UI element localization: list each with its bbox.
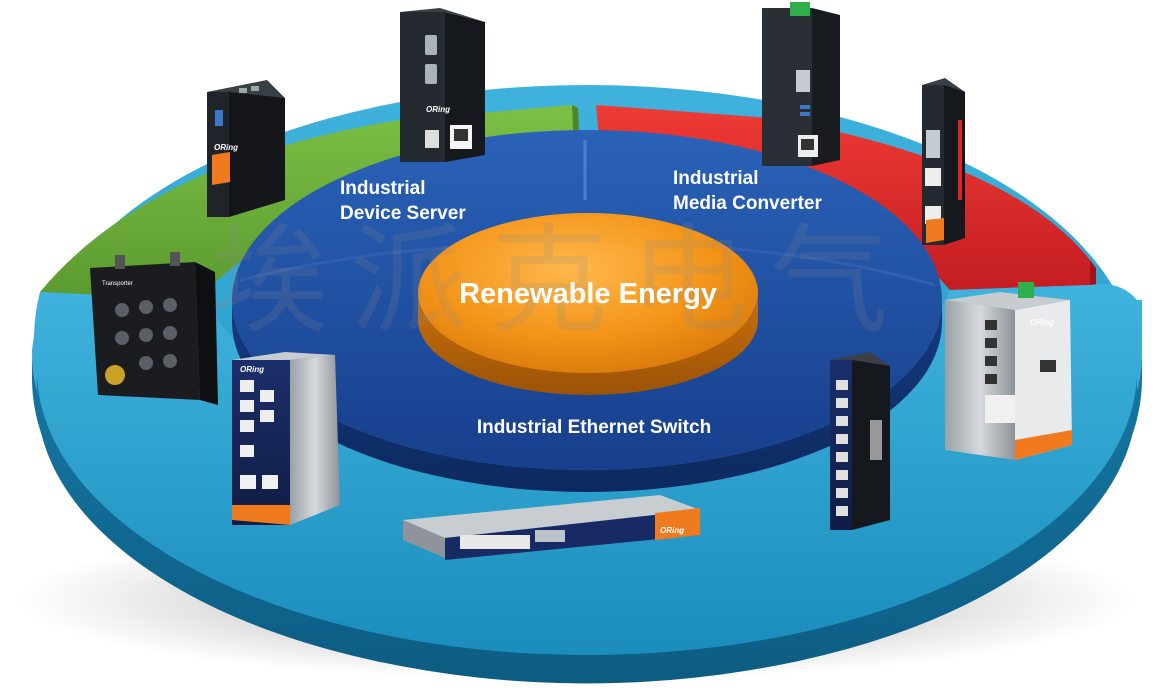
center-label: Renewable Energy <box>459 278 717 310</box>
device-media-converter <box>762 2 840 166</box>
device-din-switch-right: ORing <box>945 282 1072 460</box>
device-brand-2: ORing <box>426 105 450 114</box>
device-transporter-label: Transporter <box>102 281 133 287</box>
label-media-converter-line2: Media Converter <box>673 193 822 214</box>
device-slim-switch <box>830 352 890 530</box>
label-media-converter-line1: Industrial <box>673 168 759 189</box>
label-device-server-line1: Industrial <box>340 178 426 199</box>
label-device-server-line2: Device Server <box>340 203 466 224</box>
device-brand-1: ORing <box>214 143 238 152</box>
label-ethernet-switch: Industrial Ethernet Switch <box>477 417 711 438</box>
device-fiber-switch <box>922 78 965 245</box>
hub-top <box>418 213 758 373</box>
device-m12-switch: Transporter <box>90 252 218 405</box>
device-brand-3: ORing <box>240 365 264 374</box>
device-compact-switch: ORing <box>207 80 285 217</box>
watermark-text: 埃派克电气 <box>210 212 910 350</box>
hub-side <box>418 295 758 395</box>
segment-media-converter-edge <box>1090 260 1096 290</box>
device-brand-5: ORing <box>1030 318 1054 327</box>
device-din-switch-left: ORing <box>232 352 340 525</box>
device-device-server: ORing <box>400 8 485 162</box>
device-rackmount-switch: ORing <box>403 495 700 560</box>
device-brand-4: ORing <box>660 526 684 535</box>
